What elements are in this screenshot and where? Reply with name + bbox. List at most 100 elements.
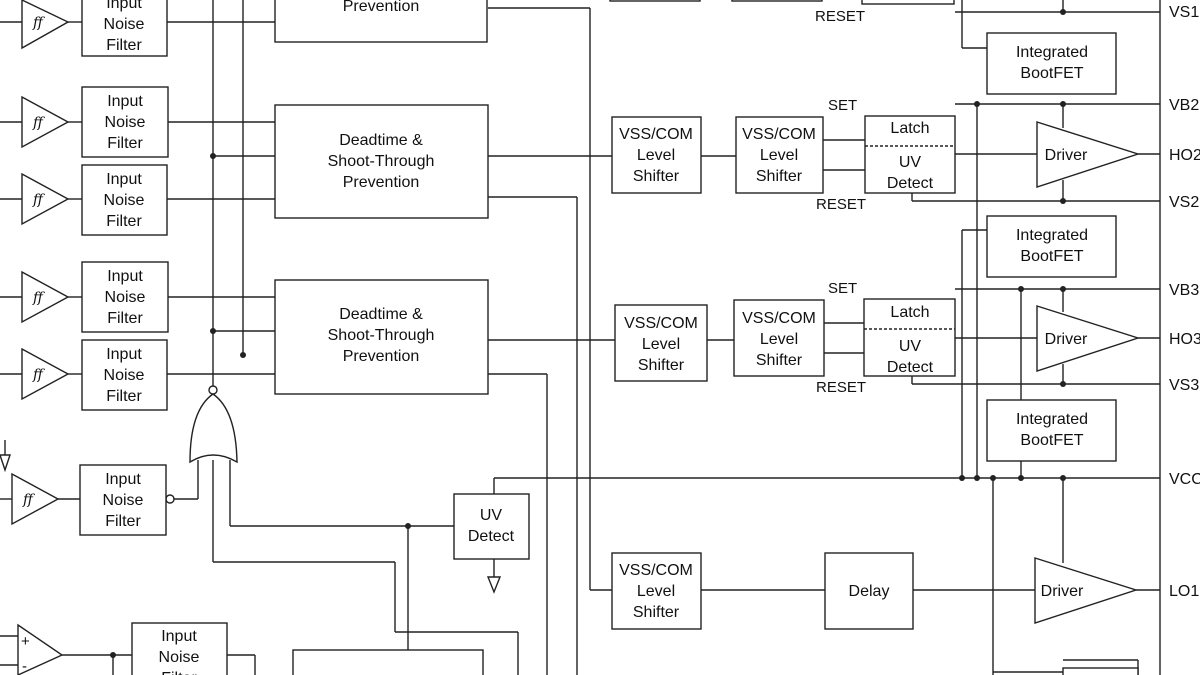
partial-triangle-icon [0,454,11,473]
svg-text:Noise: Noise [105,289,146,306]
svg-text:Noise: Noise [104,16,145,33]
level-shifter-low: VSS/COM Level Shifter [611,552,702,630]
svg-text:UV: UV [480,507,503,524]
svg-text:Driver: Driver [1041,583,1084,600]
schmitt-trigger-4: ff [21,270,70,324]
pin-ho2: HO2 [1169,147,1200,164]
svg-text:ff: ff [22,492,35,508]
schmitt-trigger-6: ff [11,472,60,526]
svg-text:Integrated: Integrated [1016,227,1088,244]
input-noise-filter-1: Input Noise Filter [81,0,168,57]
svg-text:VSS/COM: VSS/COM [619,126,693,143]
svg-text:Input: Input [106,0,142,12]
svg-text:Shifter: Shifter [633,168,680,185]
svg-text:Prevention: Prevention [343,348,420,365]
svg-text:ff: ff [32,290,45,306]
svg-text:Level: Level [760,331,798,348]
pin-vs1: VS1 [1169,4,1199,21]
svg-text:Filter: Filter [105,513,141,530]
pin-vs3: VS3 [1169,377,1199,394]
filter-inverting-bubble [165,494,175,504]
pin-lo1: LO1 [1169,583,1199,600]
uv-detect-left: UV Detect [453,493,530,560]
svg-text:Input: Input [106,171,142,188]
svg-text:ff: ff [32,15,45,31]
svg-text:Driver: Driver [1045,331,1088,348]
svg-text:VSS/COM: VSS/COM [742,126,816,143]
svg-text:Shoot-Through: Shoot-Through [328,327,435,344]
svg-text:VSS/COM: VSS/COM [742,310,816,327]
svg-text:BootFET: BootFET [1020,248,1083,265]
svg-text:Input: Input [161,628,197,645]
latch-uv-3: Latch UV Detect [863,298,956,377]
svg-text:VSS/COM: VSS/COM [619,562,693,579]
svg-text:Prevention: Prevention [343,174,420,191]
level-shifter-b-top [731,0,823,2]
svg-text:Detect: Detect [468,528,515,545]
svg-text:Level: Level [637,147,675,164]
pin-vb3: VB3 [1169,282,1199,299]
level-shifter-a-2: VSS/COM Level Shifter [611,116,702,194]
svg-text:Filter: Filter [107,135,143,152]
pin-ho3: HO3 [1169,331,1200,348]
svg-text:Latch: Latch [890,120,929,137]
deadtime-block-3: Deadtime & Shoot-Through Prevention [274,279,489,395]
svg-text:ff: ff [32,115,45,131]
input-noise-filter-4: Input Noise Filter [81,261,169,333]
driver-low: Driver [1034,557,1139,624]
svg-text:Deadtime &: Deadtime & [339,306,423,323]
svg-text:VSS/COM: VSS/COM [624,315,698,332]
svg-text:BootFET: BootFET [1020,432,1083,449]
level-shifter-a-top [609,0,701,2]
svg-text:UV: UV [899,154,922,171]
svg-text:Deadtime &: Deadtime & [339,132,423,149]
svg-text:Prevention: Prevention [343,0,420,15]
svg-text:Noise: Noise [105,114,146,131]
schmitt-trigger-2: ff [21,95,70,149]
svg-text:Level: Level [760,147,798,164]
svg-text:Filter: Filter [106,37,142,54]
pin-vcc: VCC [1169,471,1200,488]
svg-text:Level: Level [637,583,675,600]
svg-text:ff: ff [32,367,45,383]
svg-text:Noise: Noise [159,649,200,666]
svg-text:BootFET: BootFET [1020,65,1083,82]
svg-text:Integrated: Integrated [1016,44,1088,61]
delay-block: Delay [824,552,914,630]
svg-text:Shifter: Shifter [633,604,680,621]
latch-uv-2: Latch UV Detect [864,115,956,194]
driver-2: Driver [1036,121,1141,188]
svg-text:UV: UV [899,338,922,355]
svg-text:+: + [21,633,30,650]
svg-text:Driver: Driver [1045,147,1088,164]
schmitt-trigger-3: ff [21,172,70,226]
input-noise-filter-5: Input Noise Filter [81,339,168,411]
svg-text:Noise: Noise [104,192,145,209]
input-noise-filter-6: Input Noise Filter [79,464,167,536]
wiring [0,0,1161,675]
svg-text:Input: Input [105,471,141,488]
svg-text:Level: Level [642,336,680,353]
deadtime-block-1: Prevention [274,0,488,43]
svg-text:Filter: Filter [106,388,142,405]
svg-text:Input: Input [107,93,143,110]
junction-dots [110,9,1066,658]
svg-text:Filter: Filter [107,310,143,327]
deadtime-block-2: Deadtime & Shoot-Through Prevention [274,104,489,219]
bootfet-bottom [1062,667,1139,675]
level-shifter-b-3: VSS/COM Level Shifter [733,299,825,377]
set-label-3: SET [828,280,857,297]
pin-vs2: VS2 [1169,194,1199,211]
svg-text:Delay: Delay [849,583,890,600]
svg-text:Detect: Detect [887,359,934,376]
driver-3: Driver [1036,305,1141,372]
reset-label-3: RESET [816,379,866,396]
level-shifter-a-3: VSS/COM Level Shifter [614,304,708,382]
svg-text:Detect: Detect [887,175,934,192]
pin-vb2: VB2 [1169,97,1199,114]
bootfet-3: Integrated BootFET [986,399,1117,462]
svg-text:-: - [22,658,27,675]
set-label-2: SET [828,97,857,114]
svg-text:Noise: Noise [103,492,144,509]
